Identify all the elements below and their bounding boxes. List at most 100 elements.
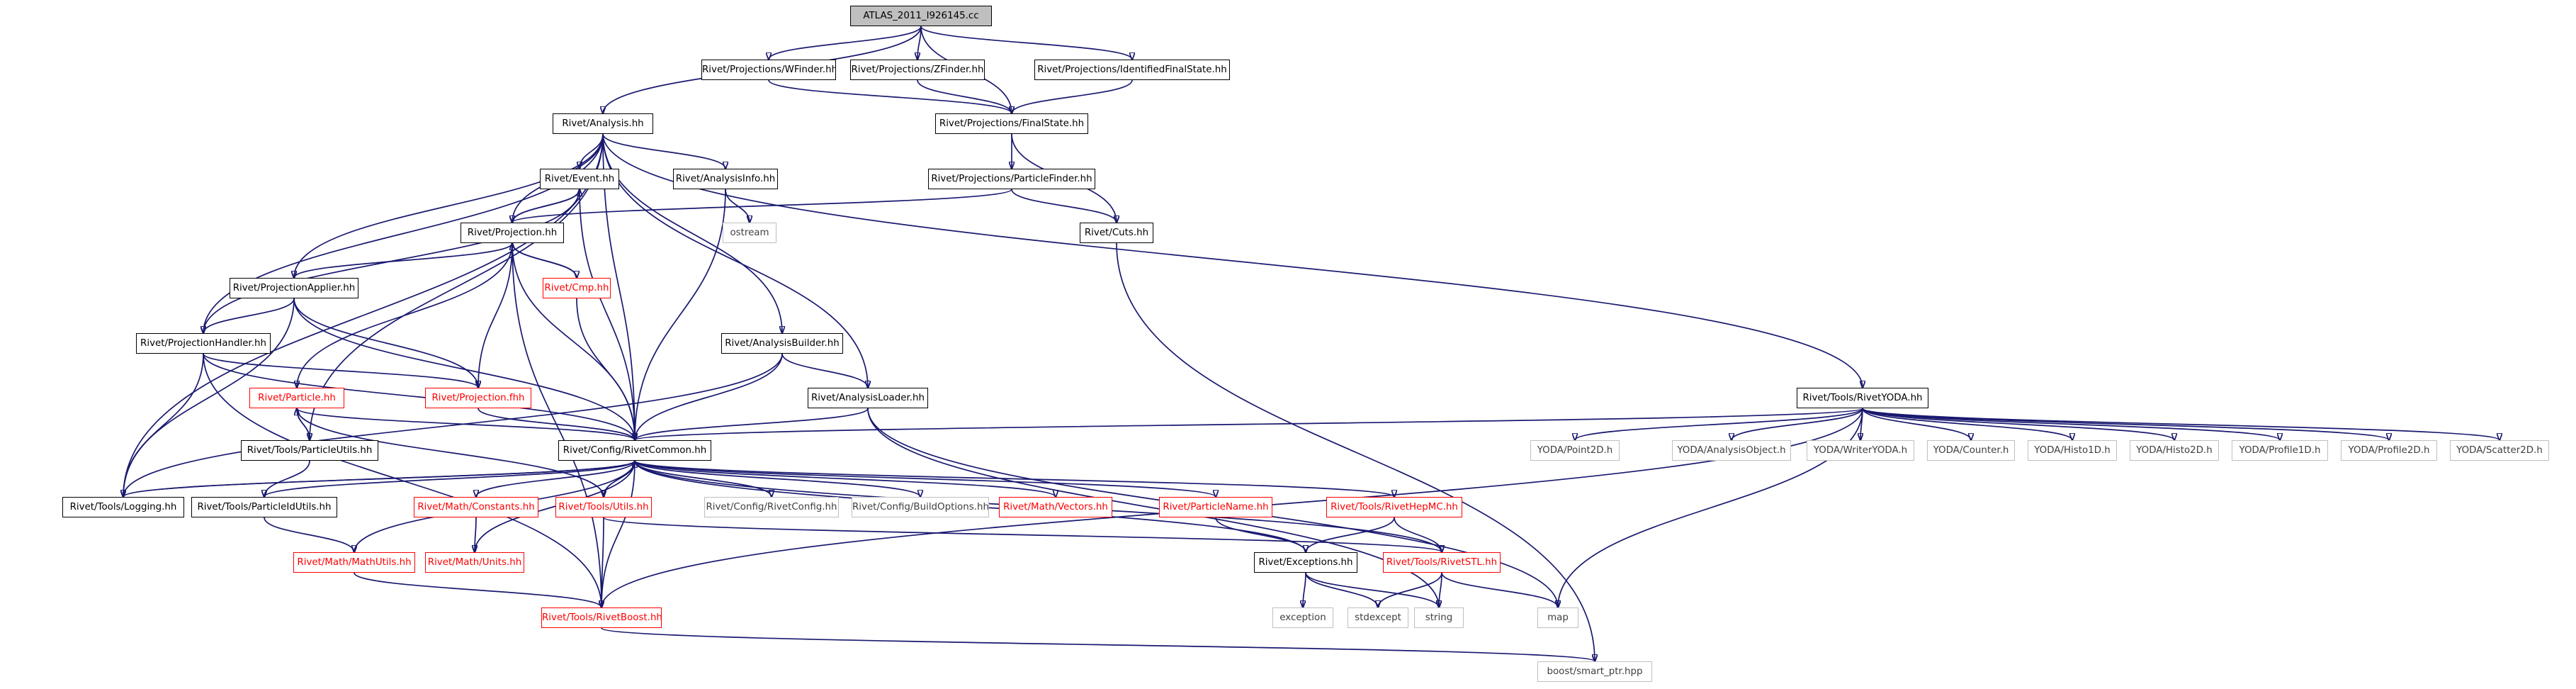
edge-projhandler-to-logging [123, 353, 204, 497]
node-yoda-histo2d-h[interactable]: YODA/Histo2D.h [2130, 440, 2219, 461]
node-rivetstl-hh[interactable]: Rivet/Tools/RivetSTL.hh [1383, 552, 1501, 573]
node-atlas-2011-i926145-cc[interactable]: ATLAS_2011_I926145.cc [850, 6, 992, 26]
edge-analysisbuilder-to-logging [123, 353, 783, 497]
node-projection-fhh[interactable]: Rivet/Projection.fhh [425, 388, 531, 408]
edge-rivetyoda-to-point2d [1575, 408, 1863, 440]
edge-rivetcommon-to-rivethepmc [634, 460, 1394, 497]
node-map[interactable]: map [1537, 607, 1578, 628]
edge-rivetyoda-to-histo1d [1862, 408, 2072, 440]
edge-rivetyoda-to-profile1d [1862, 408, 2280, 440]
edge-rivetyoda-to-map [1558, 408, 1863, 607]
node-projection-hh[interactable]: Rivet/Projection.hh [461, 223, 564, 243]
edge-particle-to-rivetcommon [296, 408, 635, 440]
edge-analysisbuilder-to-rivetcommon [635, 353, 783, 440]
node-cmp-hh[interactable]: Rivet/Cmp.hh [543, 278, 611, 298]
node-yoda-counter-h[interactable]: YODA/Counter.h [1927, 440, 2015, 461]
node-cuts-hh[interactable]: Rivet/Cuts.hh [1080, 223, 1153, 243]
node-math-mathutils-hh[interactable]: Rivet/Math/MathUtils.hh [293, 552, 415, 573]
node-wfinder-hh[interactable]: Rivet/Projections/WFinder.hh [701, 60, 836, 80]
node-analysisloader-hh[interactable]: Rivet/AnalysisLoader.hh [808, 388, 928, 408]
node-math-units-hh[interactable]: Rivet/Math/Units.hh [425, 552, 524, 573]
edge-rivetstl-to-map [1441, 572, 1558, 607]
edge-analysis-to-analysisinfo [602, 133, 725, 169]
edge-exceptions-to-exception [1303, 572, 1306, 607]
edge-cmp-to-projection [512, 243, 577, 279]
edge-projection-to-projfhh [478, 242, 513, 388]
edge-analysisinfo-to-ostream [725, 189, 750, 223]
node-logging-hh[interactable]: Rivet/Tools/Logging.hh [62, 497, 184, 517]
edge-cuts-to-smartptr [1116, 242, 1595, 661]
node-finalstate-hh[interactable]: Rivet/Projections/FinalState.hh [935, 113, 1088, 134]
node-tools-utils-hh[interactable]: Rivet/Tools/Utils.hh [555, 497, 652, 517]
node-yoda-writeryoda-h[interactable]: YODA/WriterYODA.h [1807, 440, 1914, 461]
node-yoda-profile1d-h[interactable]: YODA/Profile1D.h [2232, 440, 2328, 461]
node-event-hh[interactable]: Rivet/Event.hh [540, 169, 619, 189]
node-analysis-hh[interactable]: Rivet/Analysis.hh [553, 113, 653, 134]
node-exception[interactable]: exception [1272, 607, 1333, 628]
edge-rivetstl-to-stdexcept [1378, 572, 1442, 607]
node-stdexcept[interactable]: stdexcept [1348, 607, 1408, 628]
node-boost-smart-ptr-hpp[interactable]: boost/smart_ptr.hpp [1537, 661, 1652, 682]
edge-particlefinder-to-projection [512, 189, 1012, 223]
edge-rivetyoda-to-writeryoda [1860, 408, 1863, 440]
edge-analysisbuilder-to-analysisloader [781, 353, 868, 388]
edge-rivetcommon-to-constants [476, 460, 635, 497]
node-identifiedfinalstate-hh[interactable]: Rivet/Projections/IdentifiedFinalState.h… [1034, 60, 1230, 80]
node-exceptions-hh[interactable]: Rivet/Exceptions.hh [1254, 552, 1357, 573]
node-string[interactable]: string [1414, 607, 1464, 628]
node-yoda-analysisobject-h[interactable]: YODA/AnalysisObject.h [1672, 440, 1791, 461]
edge-particleidutils-to-mathutils [264, 517, 354, 552]
node-zfinder-hh[interactable]: Rivet/Projections/ZFinder.hh [850, 60, 985, 80]
edge-rivethepmc-to-exceptions [1306, 517, 1395, 552]
node-particlefinder-hh[interactable]: Rivet/Projections/ParticleFinder.hh [928, 169, 1095, 189]
edge-analysisinfo-to-rivetcommon [635, 189, 726, 440]
node-analysisinfo-hh[interactable]: Rivet/AnalysisInfo.hh [673, 169, 778, 189]
node-math-constants-hh[interactable]: Rivet/Math/Constants.hh [414, 497, 538, 517]
node-particleutils-hh[interactable]: Rivet/Tools/ParticleUtils.hh [241, 440, 378, 461]
node-particleidutils-hh[interactable]: Rivet/Tools/ParticleIdUtils.hh [191, 497, 337, 517]
edge-analysis-to-projapplier [294, 133, 604, 278]
edge-atlas_cc-to-wfinder [769, 26, 922, 60]
edge-utils-to-rivetboost [601, 517, 604, 607]
node-math-vectors-hh[interactable]: Rivet/Math/Vectors.hh [999, 497, 1112, 517]
edge-cmp-to-rivetcommon [576, 298, 635, 440]
edge-exceptions-to-stdexcept [1305, 572, 1378, 607]
edge-wfinder-to-finalstate [768, 79, 1012, 113]
node-rivethepmc-hh[interactable]: Rivet/Tools/RivetHepMC.hh [1326, 497, 1462, 517]
edge-projhandler-to-rivetcommon [203, 353, 635, 440]
edge-projection-to-particle [297, 242, 513, 388]
node-yoda-scatter2d-h[interactable]: YODA/Scatter2D.h [2450, 440, 2549, 461]
edge-particleutils-to-particleidutils [264, 460, 310, 497]
node-particle-hh[interactable]: Rivet/Particle.hh [249, 388, 344, 408]
node-yoda-profile2d-h[interactable]: YODA/Profile2D.h [2341, 440, 2437, 461]
edge-rivetcommon-to-rivetboost [601, 460, 635, 607]
edge-projapplier-to-rivetcommon [293, 298, 635, 440]
edge-rivethepmc-to-rivetstl [1394, 517, 1442, 552]
edge-rivetstl-to-string [1439, 572, 1442, 607]
node-rivetcommon-hh[interactable]: Rivet/Config/RivetCommon.hh [558, 440, 711, 461]
edge-projection-to-event [512, 189, 580, 223]
edge-rivetboost-to-smartptr [601, 627, 1595, 661]
edge-idfinalstate-to-finalstate [1012, 79, 1133, 113]
edge-particlefinder-to-cuts [1011, 189, 1117, 223]
node-projectionapplier-hh[interactable]: Rivet/ProjectionApplier.hh [230, 278, 358, 298]
edge-projhandler-to-rivetboost [203, 353, 601, 607]
edge-constants-to-units [475, 517, 476, 552]
node-yoda-histo1d-h[interactable]: YODA/Histo1D.h [2028, 440, 2117, 461]
node-particlename-hh[interactable]: Rivet/ParticleName.hh [1159, 497, 1272, 517]
node-ostream[interactable]: ostream [723, 223, 776, 243]
node-buildoptions-hh[interactable]: Rivet/Config/BuildOptions.hh [852, 497, 989, 517]
edge-projfhh-to-rivetcommon [478, 408, 635, 440]
node-rivetboost-hh[interactable]: Rivet/Tools/RivetBoost.hh [541, 607, 662, 628]
node-projectionhandler-hh[interactable]: Rivet/ProjectionHandler.hh [136, 333, 271, 354]
edge-rivetcommon-to-units [475, 460, 635, 552]
node-rivetyoda-hh[interactable]: Rivet/Tools/RivetYODA.hh [1797, 388, 1928, 408]
edge-rivetyoda-to-analysisobject [1732, 408, 1863, 440]
edge-atlas_cc-to-idfinalstate [920, 26, 1132, 60]
node-rivetconfig-hh[interactable]: Rivet/Config/RivetConfig.hh [704, 497, 839, 517]
node-analysisbuilder-hh[interactable]: Rivet/AnalysisBuilder.hh [721, 333, 843, 354]
edge-projhandler-to-projfhh [203, 353, 478, 388]
node-yoda-point2d-h[interactable]: YODA/Point2D.h [1530, 440, 1620, 461]
